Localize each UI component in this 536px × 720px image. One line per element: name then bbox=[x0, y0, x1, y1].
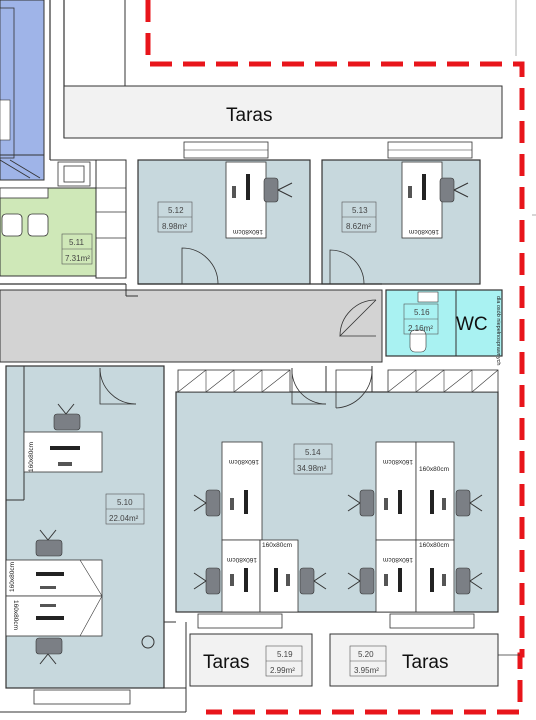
desk-label: 160x80cm bbox=[419, 466, 449, 473]
room-5-11-wall bbox=[95, 159, 127, 279]
terrace-top bbox=[63, 85, 503, 139]
terrace-5-20 bbox=[329, 633, 499, 687]
monitor-icon bbox=[274, 568, 278, 592]
monitor-icon bbox=[422, 174, 426, 200]
toilet-icon bbox=[417, 291, 439, 303]
terrace-top-label: Taras bbox=[226, 105, 272, 126]
monitor-icon bbox=[398, 568, 402, 592]
office-chair-icon bbox=[347, 567, 375, 595]
monitor-icon bbox=[36, 572, 64, 576]
room-5-16-number: 5.16 bbox=[414, 308, 430, 317]
storage-cabinets bbox=[177, 369, 499, 393]
room-5-10 bbox=[5, 365, 165, 689]
desk bbox=[5, 559, 103, 597]
sink-icon bbox=[409, 329, 427, 353]
room-5-12-area: 8.98m² bbox=[162, 222, 187, 231]
office-chair-icon bbox=[299, 567, 327, 595]
window bbox=[197, 613, 283, 629]
monitor-icon bbox=[50, 446, 80, 450]
desk-label: 160x80cm bbox=[383, 556, 413, 563]
blue-room-panel bbox=[0, 99, 11, 141]
room-5-16-area: 2.16m² bbox=[408, 324, 433, 333]
desk-label: 160x80cm bbox=[419, 542, 449, 549]
room-5-11-area: 7.31m² bbox=[65, 254, 90, 263]
office-chair-icon bbox=[193, 567, 221, 595]
room-5-19-number: 5.19 bbox=[277, 650, 293, 659]
desk-label: 160x80cm bbox=[9, 562, 16, 592]
office-chair-icon bbox=[347, 489, 375, 517]
office-chair-icon bbox=[455, 489, 483, 517]
site-boundary bbox=[145, 0, 525, 715]
desk-label: 160x80cm bbox=[409, 228, 439, 235]
desk-label: 160x80cm bbox=[383, 458, 413, 465]
wc-note: dla osób niepełnosprawnych bbox=[495, 296, 501, 365]
door-icon bbox=[335, 369, 372, 408]
seat-icon bbox=[1, 213, 23, 237]
desk-cluster-right bbox=[375, 441, 455, 613]
monitor-icon bbox=[398, 490, 402, 514]
room-5-14-number: 5.14 bbox=[305, 448, 321, 457]
monitor-icon bbox=[244, 568, 248, 592]
room-5-10-number: 5.10 bbox=[117, 498, 133, 507]
room-5-12-number: 5.12 bbox=[168, 206, 184, 215]
door-icon bbox=[99, 368, 136, 405]
room-5-13-number: 5.13 bbox=[352, 206, 368, 215]
monitor-icon bbox=[430, 490, 434, 514]
wc-label: WC bbox=[456, 314, 488, 335]
door-icon bbox=[181, 247, 219, 285]
terrace-5-19-label: Taras bbox=[203, 652, 249, 673]
office-chair-icon bbox=[193, 489, 221, 517]
office-chair-icon bbox=[439, 177, 469, 203]
terrace-5-20-label: Taras bbox=[402, 652, 448, 673]
door-icon bbox=[329, 249, 365, 285]
monitor-icon bbox=[246, 174, 250, 200]
monitor-icon bbox=[36, 616, 64, 620]
seat-icon bbox=[27, 213, 49, 237]
monitor-icon bbox=[244, 490, 248, 514]
office-chair-icon bbox=[35, 529, 63, 557]
desk-label: 160x80cm bbox=[262, 542, 292, 549]
monitor-icon bbox=[430, 568, 434, 592]
room-5-20-area: 3.95m² bbox=[354, 666, 379, 675]
office-chair-icon bbox=[263, 177, 293, 203]
column-icon bbox=[141, 635, 155, 649]
room-5-20-number: 5.20 bbox=[358, 650, 374, 659]
desk-label: 160x80cm bbox=[227, 556, 257, 563]
wc-room bbox=[385, 289, 503, 357]
room-5-10-area: 22.04m² bbox=[109, 514, 139, 523]
desk-label: 160x80cm bbox=[12, 600, 19, 630]
office-chair-icon bbox=[35, 637, 63, 665]
office-chair-icon bbox=[53, 403, 81, 431]
corridor bbox=[0, 289, 383, 363]
terrace-5-19 bbox=[189, 633, 313, 687]
office-chair-icon bbox=[455, 567, 483, 595]
desk-cluster-left bbox=[221, 441, 299, 613]
window bbox=[33, 689, 131, 705]
desk-label: 160x80cm bbox=[233, 228, 263, 235]
desk-label: 160x80cm bbox=[28, 442, 35, 472]
room-5-11-number: 5.11 bbox=[69, 238, 85, 247]
door-icon bbox=[291, 368, 326, 405]
room-5-13-area: 8.62m² bbox=[346, 222, 371, 231]
desk-label: 160x80cm bbox=[229, 458, 259, 465]
window bbox=[389, 613, 475, 629]
room-5-14-area: 34.98m² bbox=[297, 464, 327, 473]
room-5-19-area: 2.99m² bbox=[270, 666, 295, 675]
room-5-12 bbox=[137, 159, 311, 285]
